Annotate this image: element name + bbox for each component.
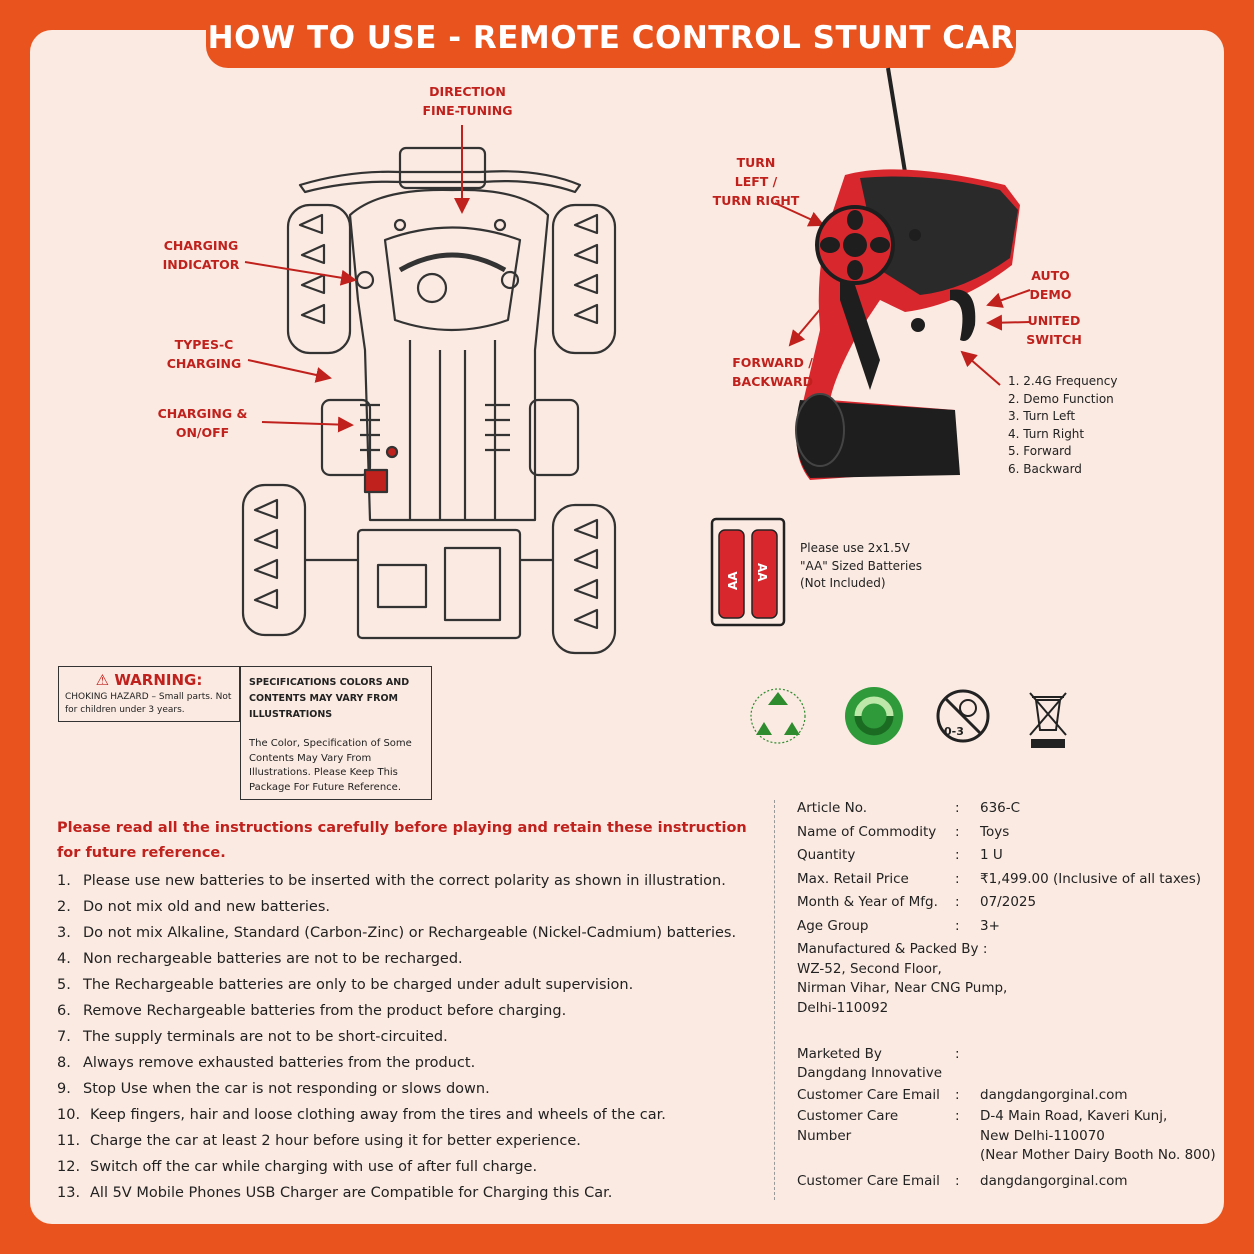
info-mfg-date: Month & Year of Mfg.:07/2025 [797, 894, 1037, 910]
remote-control [795, 67, 1020, 480]
callout-direction-fine-tuning: DIRECTION FINE-TUNING [422, 84, 513, 118]
info-quantity: Quantity:1 U [797, 847, 1003, 863]
instruction-item: 10.Keep fingers, hair and loose clothing… [57, 1107, 666, 1123]
callout-auto-demo: AUTO DEMO [1029, 268, 1072, 302]
instruction-item: 4.Non rechargeable batteries are not to … [57, 951, 463, 967]
product-info: Article No.:636-C Name of Commodity:Toys… [797, 797, 1217, 1193]
callout-forward-backward: FORWARD / BACKWARD [732, 355, 813, 389]
specification-box: SPECIFICATIONS COLORS AND CONTENTS MAY V… [240, 666, 432, 800]
divider [774, 800, 775, 1200]
battery-aa-label-right: AA [755, 563, 769, 582]
feature-item: 3. Turn Left [1008, 409, 1076, 424]
info-manufacturer: Manufactured & Packed By : WZ-52, Second… [797, 941, 1008, 1016]
feature-item: 5. Forward [1008, 444, 1072, 459]
green-dot-icon [845, 687, 903, 745]
recycle-icon [750, 688, 806, 744]
feature-item: 6. Backward [1008, 461, 1082, 476]
instruction-item: 9.Stop Use when the car is not respondin… [57, 1081, 490, 1097]
warning-triangle-icon: ⚠ [95, 671, 115, 689]
instruction-item: 12.Switch off the car while charging wit… [57, 1159, 538, 1175]
weee-bin-icon [1029, 692, 1067, 748]
warning-text: CHOKING HAZARD – Small parts. Not for ch… [65, 692, 232, 715]
info-marketer: Marketed By: Dangdang Innovative [797, 1046, 960, 1081]
instruction-card [30, 30, 1224, 1224]
feature-item: 2. Demo Function [1008, 391, 1114, 406]
feature-item: 4. Turn Right [1008, 426, 1085, 441]
battery-aa-label-left: AA [726, 571, 740, 590]
remote-feature-list: 1. 2.4G Frequency 2. Demo Function 3. Tu… [1008, 373, 1117, 479]
callout-charging-indicator: CHARGING INDICATOR [162, 238, 240, 272]
age-restriction-icon [936, 689, 990, 743]
front-left-wheel [286, 203, 352, 355]
instruction-item: 11.Charge the car at least 2 hour before… [57, 1133, 581, 1149]
warning-title: ⚠ WARNING: [95, 671, 203, 689]
instruction-item: 13.All 5V Mobile Phones USB Charger are … [57, 1185, 613, 1201]
battery-note: Please use 2x1.5V "AA" Sized Batteries (… [800, 541, 922, 590]
instructions-list: 1.Please use new batteries to be inserte… [57, 868, 767, 1206]
battery-illustration [710, 517, 786, 627]
instruction-item: 6.Remove Rechargeable batteries from the… [57, 1003, 567, 1019]
warning-box: ⚠ WARNING: CHOKING HAZARD – Small parts.… [58, 666, 240, 722]
feature-item: 1. 2.4G Frequency [1008, 374, 1118, 388]
info-care-email-2: Customer Care Email:dangdangorginal.com [797, 1172, 1128, 1189]
instruction-item: 5.The Rechargeable batteries are only to… [57, 977, 634, 993]
rear-left-wheel [241, 483, 307, 637]
info-mrp: Max. Retail Price:₹1,499.00 (Inclusive o… [797, 870, 1202, 887]
callout-turn: TURN LEFT / TURN RIGHT [712, 155, 800, 208]
callout-types-c-charging: TYPES-C CHARGING [166, 337, 242, 371]
info-age-group: Age Group:3+ [797, 917, 1000, 934]
car-diagram [241, 146, 617, 655]
instructions-heading: Please read all the instructions careful… [57, 820, 747, 861]
instruction-item: 2.Do not mix old and new batteries. [57, 899, 330, 915]
specification-body: The Color, Specification of Some Content… [249, 738, 412, 793]
callout-charging-on-off: CHARGING & ON/OFF [157, 406, 248, 440]
specification-heading: SPECIFICATIONS COLORS AND CONTENTS MAY V… [249, 677, 410, 720]
info-article-no: Article No.:636-C [797, 800, 1021, 816]
age-restriction-label: 0-3 [944, 725, 964, 738]
instruction-item: 3.Do not mix Alkaline, Standard (Carbon-… [57, 925, 737, 941]
front-right-wheel [551, 203, 617, 355]
instruction-item: 7.The supply terminals are not to be sho… [57, 1029, 448, 1045]
info-care-number: Customer Care Number: D-4 Main Road, Kav… [797, 1108, 1216, 1163]
instruction-item: 8.Always remove exhausted batteries from… [57, 1055, 476, 1071]
info-commodity: Name of Commodity:Toys [797, 823, 1010, 840]
callout-united-switch: UNITED SWITCH [1026, 313, 1082, 347]
info-care-email: Customer Care Email:dangdangorginal.com [797, 1086, 1128, 1103]
rear-right-wheel [551, 503, 617, 655]
page-title: HOW TO USE - REMOTE CONTROL STUNT CAR [206, 10, 1016, 68]
instruction-item: 1.Please use new batteries to be inserte… [57, 873, 726, 889]
